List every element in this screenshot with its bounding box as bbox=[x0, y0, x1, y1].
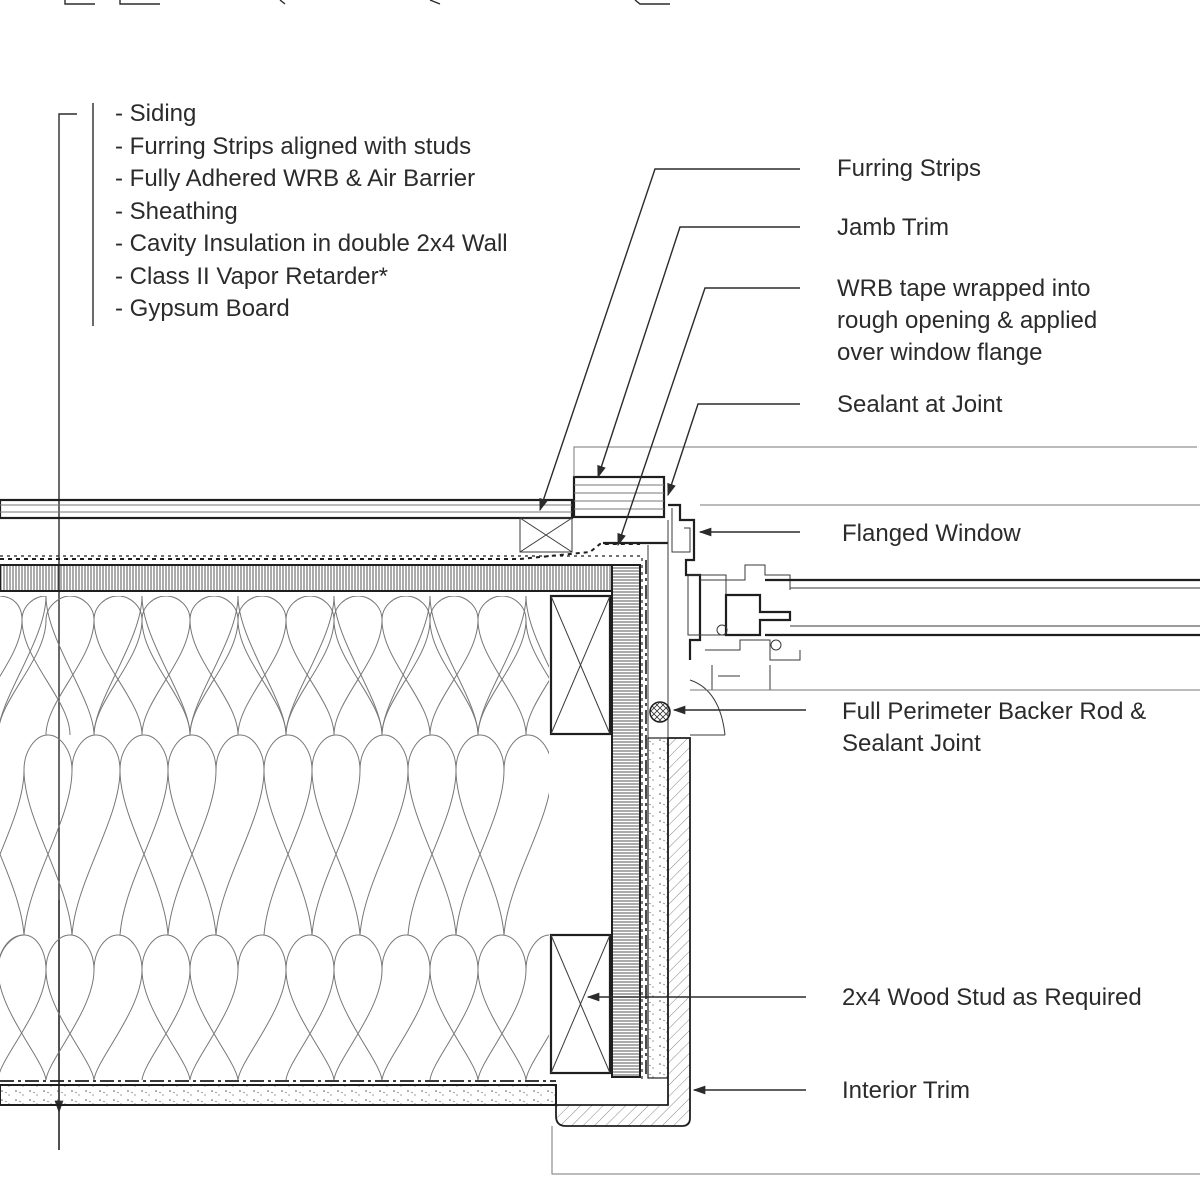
label-wood-stud: 2x4 Wood Stud as Required bbox=[842, 984, 1142, 1011]
layer-vapor-retarder: - Class II Vapor Retarder* bbox=[115, 263, 388, 290]
layer-sheathing: - Sheathing bbox=[115, 198, 238, 225]
flanged-window bbox=[668, 503, 801, 736]
wrb-line bbox=[0, 541, 668, 1080]
layers-leader bbox=[54, 113, 77, 1150]
label-wrb-tape-line2: rough opening & applied bbox=[837, 307, 1097, 334]
callout-leaders bbox=[539, 168, 806, 1095]
layer-cavity-insulation: - Cavity Insulation in double 2x4 Wall bbox=[115, 230, 508, 257]
wood-stud-lower bbox=[549, 933, 612, 1075]
rough-opening bbox=[647, 520, 669, 738]
cropped-top-marks bbox=[64, 0, 670, 5]
jamb-trim-board bbox=[572, 475, 666, 519]
layer-wrb: - Fully Adhered WRB & Air Barrier bbox=[115, 165, 475, 192]
label-interior-trim: Interior Trim bbox=[842, 1077, 970, 1104]
layer-furring-strips: - Furring Strips aligned with studs bbox=[115, 133, 471, 160]
backer-rod bbox=[649, 701, 671, 723]
wood-stud-upper bbox=[549, 594, 612, 736]
label-furring-strips: Furring Strips bbox=[837, 155, 981, 182]
cavity-insulation bbox=[0, 596, 549, 1080]
layer-siding: - Siding bbox=[115, 100, 196, 127]
window-glazing bbox=[765, 578, 1200, 637]
siding-board bbox=[0, 498, 574, 520]
layer-gypsum-board: - Gypsum Board bbox=[115, 295, 290, 322]
wall-layers-list: - Siding - Furring Strips aligned with s… bbox=[92, 100, 508, 326]
label-sealant-at-joint: Sealant at Joint bbox=[837, 391, 1003, 418]
label-wrb-tape-line3: over window flange bbox=[837, 339, 1042, 366]
vapor-retarder-line bbox=[0, 560, 647, 1082]
label-flanged-window: Flanged Window bbox=[842, 520, 1021, 547]
label-backer-rod-line1: Full Perimeter Backer Rod & bbox=[842, 698, 1146, 725]
label-jamb-trim: Jamb Trim bbox=[837, 214, 949, 241]
extension-lines bbox=[551, 446, 1200, 1175]
label-wrb-tape-line1: WRB tape wrapped into bbox=[837, 275, 1090, 302]
interior-trim bbox=[555, 737, 691, 1127]
furring-strip bbox=[519, 517, 573, 553]
label-backer-rod-line2: Sealant Joint bbox=[842, 730, 981, 757]
sheathing bbox=[0, 564, 641, 1078]
gypsum-board bbox=[0, 737, 669, 1106]
callout-labels: Furring Strips Jamb Trim WRB tape wrappe… bbox=[837, 155, 1146, 1104]
